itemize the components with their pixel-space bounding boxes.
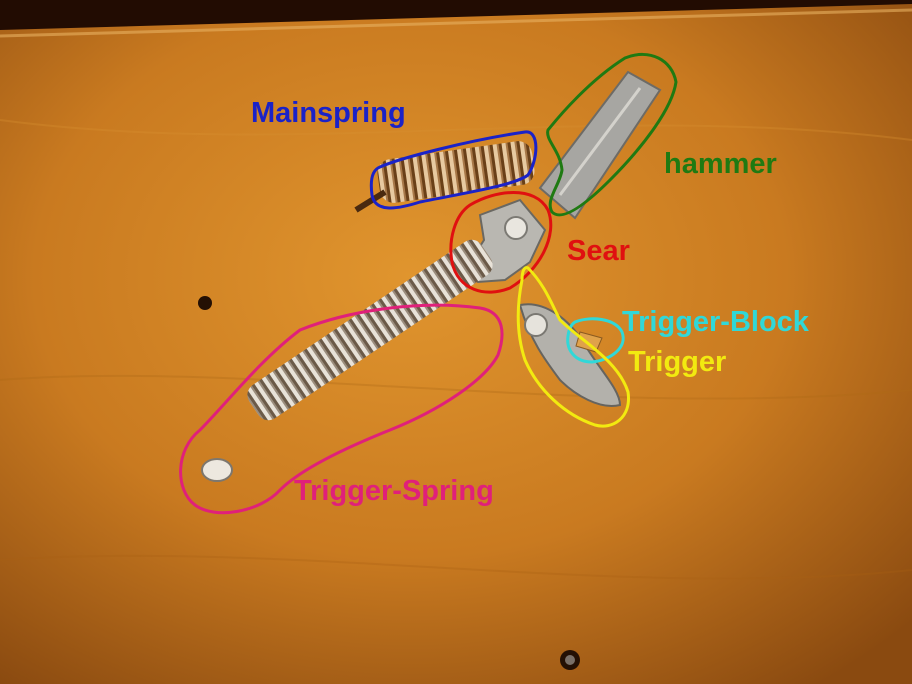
- trigger-label: Trigger: [628, 346, 727, 378]
- mainspring-label: Mainspring: [251, 97, 406, 129]
- sear-outline: [449, 191, 553, 294]
- hammer-label: hammer: [664, 148, 777, 180]
- hole: [198, 296, 212, 310]
- mainspring-outline: [369, 130, 538, 210]
- wooden-board: [0, 4, 912, 684]
- trigger-spring-part: [247, 239, 493, 421]
- trigger-outline: [516, 266, 630, 428]
- trigger-spring-label: Trigger-Spring: [294, 475, 494, 507]
- hammer-outline: [546, 52, 678, 217]
- sear-label: Sear: [567, 235, 630, 267]
- trigger-spring-outline: [179, 303, 504, 515]
- trigger-block-label: Trigger-Block: [622, 306, 809, 338]
